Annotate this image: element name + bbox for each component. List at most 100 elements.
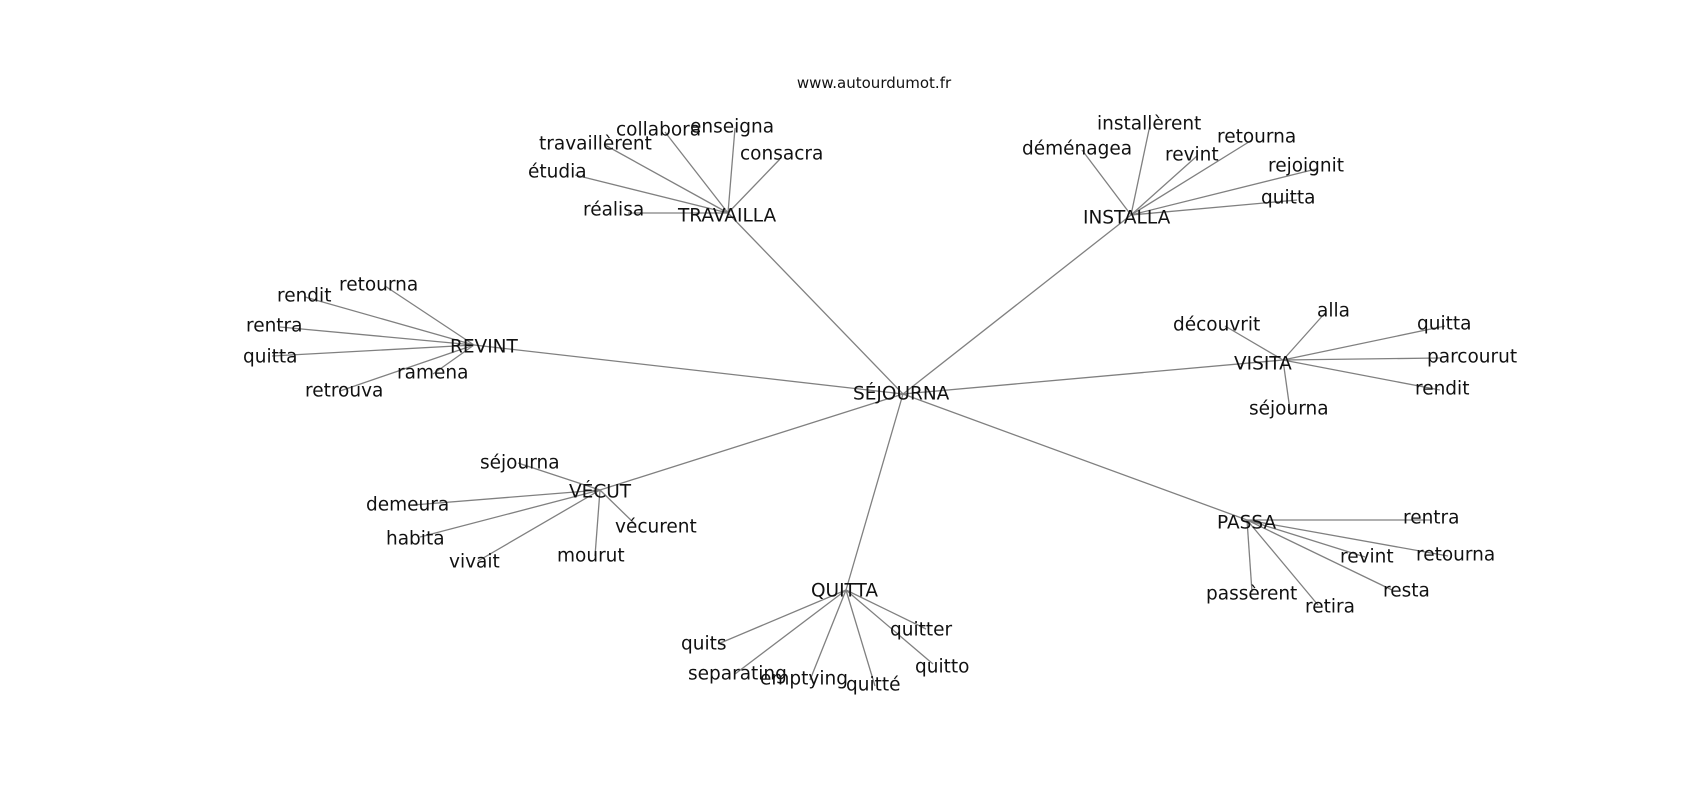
edge-hub-2-leaf-2 bbox=[279, 326, 475, 346]
leaf-node-label[interactable]: quitta bbox=[243, 347, 297, 368]
leaf-node-label[interactable]: séjourna bbox=[1249, 399, 1329, 420]
leaf-node-label[interactable]: vécurent bbox=[615, 517, 697, 538]
edge-hub-2-leaf-0 bbox=[384, 285, 475, 346]
leaf-node-label[interactable]: collabora bbox=[616, 120, 701, 141]
leaf-node-label[interactable]: réalisa bbox=[583, 200, 644, 221]
edge-hub-3-leaf-0 bbox=[1282, 312, 1326, 361]
leaf-node-label[interactable]: consacra bbox=[740, 144, 823, 165]
leaf-node-label[interactable]: quitta bbox=[1417, 314, 1471, 335]
edge-hub-4-leaf-0 bbox=[517, 462, 601, 491]
edge-hub-6-leaf-3 bbox=[734, 589, 847, 675]
hub-node-label[interactable]: PASSA bbox=[1217, 513, 1276, 534]
edge-hub-5-leaf-5 bbox=[1246, 519, 1319, 606]
leaf-node-label[interactable]: emptying bbox=[760, 669, 848, 690]
edge-hub-4-leaf-5 bbox=[594, 489, 601, 557]
leaf-node-label[interactable]: étudia bbox=[528, 162, 587, 183]
edge-center-4 bbox=[599, 393, 904, 491]
leaf-node-label[interactable]: ramena bbox=[397, 363, 468, 384]
edge-hub-0-leaf-3 bbox=[727, 158, 781, 214]
edge-hub-3-leaf-4 bbox=[1282, 359, 1441, 391]
watermark-text: www.autourdumot.fr bbox=[797, 74, 952, 92]
leaf-node-label[interactable]: quitter bbox=[890, 620, 952, 641]
hub-node-label[interactable]: TRAVAILLA bbox=[677, 206, 776, 227]
hub-node-label[interactable]: VISITA bbox=[1234, 354, 1292, 375]
edge-hub-4-leaf-2 bbox=[419, 489, 601, 538]
edge-hub-2-leaf-1 bbox=[304, 296, 475, 346]
leaf-node-label[interactable]: retourna bbox=[1217, 127, 1296, 148]
hub-node-label[interactable]: QUITTA bbox=[811, 581, 878, 602]
edge-hub-0-leaf-0 bbox=[727, 127, 736, 214]
leaf-node-label[interactable]: retourna bbox=[339, 275, 418, 296]
edge-hub-3-leaf-3 bbox=[1282, 357, 1441, 361]
edge-center-6 bbox=[845, 393, 904, 591]
hub-node-label[interactable]: VÉCUT bbox=[569, 481, 632, 503]
leaf-node-label[interactable]: revint bbox=[1340, 547, 1394, 568]
edge-hub-1-leaf-5 bbox=[1130, 199, 1298, 216]
edge-hub-1-leaf-3 bbox=[1130, 155, 1198, 216]
edge-center-0 bbox=[727, 212, 904, 395]
leaf-node-label[interactable]: vivait bbox=[449, 552, 500, 573]
edge-hub-4-leaf-1 bbox=[412, 489, 601, 506]
edge-hub-5-leaf-2 bbox=[1246, 519, 1449, 557]
edge-hub-0-leaf-2 bbox=[604, 144, 729, 214]
leaf-node-label[interactable]: rentra bbox=[246, 316, 303, 337]
edge-hub-1-leaf-0 bbox=[1130, 124, 1151, 216]
leaf-node-label[interactable]: séjourna bbox=[480, 453, 560, 474]
leaf-node-label[interactable]: resta bbox=[1383, 581, 1430, 602]
leaf-node-label[interactable]: quitto bbox=[915, 657, 969, 678]
graph-edges bbox=[271, 124, 1449, 687]
edge-hub-6-leaf-2 bbox=[845, 589, 934, 665]
edge-center-3 bbox=[902, 359, 1284, 395]
leaf-node-label[interactable]: retrouva bbox=[305, 381, 383, 402]
edge-hub-1-leaf-4 bbox=[1130, 168, 1317, 216]
edge-hub-2-leaf-4 bbox=[432, 344, 475, 375]
leaf-node-label[interactable]: alla bbox=[1317, 301, 1350, 322]
edge-center-5 bbox=[902, 393, 1248, 521]
edge-hub-5-leaf-4 bbox=[1246, 519, 1253, 593]
edge-hub-2-leaf-5 bbox=[339, 344, 475, 392]
edge-hub-0-leaf-1 bbox=[664, 131, 729, 214]
leaf-node-label[interactable]: parcourut bbox=[1427, 347, 1517, 368]
leaf-node-label[interactable]: rendit bbox=[1415, 379, 1469, 400]
leaf-node-label[interactable]: rentra bbox=[1403, 508, 1460, 529]
leaf-node-label[interactable]: déménagea bbox=[1022, 139, 1132, 160]
center-node-label[interactable]: SÉJOURNA bbox=[853, 383, 950, 405]
edge-hub-5-leaf-1 bbox=[1246, 519, 1366, 558]
leaf-node-label[interactable]: quits bbox=[681, 634, 727, 655]
leaf-node-label[interactable]: installèrent bbox=[1097, 114, 1201, 135]
leaf-node-label[interactable]: travaillèrent bbox=[539, 134, 652, 155]
hub-node-label[interactable]: REVINT bbox=[450, 337, 518, 358]
leaf-node-label[interactable]: habita bbox=[386, 529, 445, 550]
leaf-node-label[interactable]: quitta bbox=[1261, 188, 1315, 209]
edge-center-2 bbox=[473, 344, 904, 395]
edge-hub-6-leaf-0 bbox=[717, 589, 847, 645]
edge-hub-4-leaf-4 bbox=[477, 489, 601, 562]
edge-center-1 bbox=[902, 214, 1132, 395]
leaf-node-label[interactable]: separating bbox=[688, 664, 787, 685]
leaf-node-label[interactable]: mourut bbox=[557, 546, 625, 567]
edge-hub-2-leaf-3 bbox=[271, 344, 475, 357]
graph-labels: www.autourdumot.fr TRAVAILLA enseignacoll… bbox=[243, 74, 1517, 696]
leaf-node-label[interactable]: rendit bbox=[277, 286, 331, 307]
edge-hub-0-leaf-4 bbox=[574, 174, 729, 214]
hub-node-label[interactable]: INSTALLA bbox=[1083, 208, 1171, 229]
edge-hub-6-leaf-4 bbox=[809, 589, 847, 681]
leaf-node-label[interactable]: passèrent bbox=[1206, 584, 1297, 605]
leaf-node-label[interactable]: retourna bbox=[1416, 545, 1495, 566]
edge-hub-3-leaf-2 bbox=[1282, 325, 1446, 361]
leaf-node-label[interactable]: rejoignit bbox=[1268, 156, 1344, 177]
leaf-node-label[interactable]: revint bbox=[1165, 145, 1219, 166]
edge-hub-6-leaf-1 bbox=[845, 589, 927, 630]
edge-hub-5-leaf-3 bbox=[1246, 519, 1393, 591]
edge-hub-1-leaf-2 bbox=[1130, 139, 1253, 216]
leaf-node-label[interactable]: demeura bbox=[366, 495, 449, 516]
leaf-node-label[interactable]: retira bbox=[1305, 597, 1355, 618]
leaf-node-label[interactable]: découvrit bbox=[1173, 315, 1260, 336]
edge-hub-3-leaf-5 bbox=[1282, 359, 1291, 411]
edge-hub-6-leaf-5 bbox=[845, 589, 876, 687]
edge-hub-1-leaf-1 bbox=[1081, 149, 1132, 216]
edge-hub-3-leaf-1 bbox=[1224, 325, 1284, 361]
leaf-node-label[interactable]: quitté bbox=[846, 675, 901, 696]
leaf-node-label[interactable]: enseigna bbox=[690, 117, 774, 138]
